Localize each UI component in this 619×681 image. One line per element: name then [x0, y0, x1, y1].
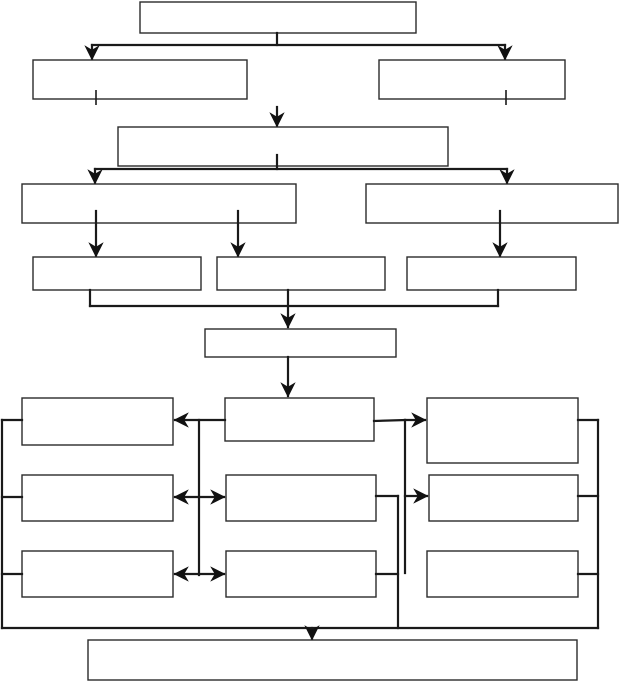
box-grid-r2-center	[225, 474, 377, 522]
box-grid-r2-right	[428, 474, 579, 522]
box-level2-left	[32, 59, 248, 100]
box-level6-center	[204, 328, 397, 358]
box-level4-right	[365, 183, 619, 224]
box-grid-r1-left	[21, 397, 174, 446]
box-level5-left	[32, 256, 202, 291]
box-level3-center	[117, 126, 449, 167]
box-level2-right	[378, 59, 566, 100]
box-bottom-final	[87, 639, 578, 681]
box-grid-r1-center	[224, 397, 375, 442]
box-top-root	[139, 1, 417, 34]
box-grid-r3-left	[21, 550, 174, 598]
box-grid-r3-center	[225, 550, 377, 598]
box-grid-r3-right	[426, 550, 579, 598]
box-level5-center	[216, 256, 386, 291]
box-grid-r1-right	[426, 397, 579, 464]
box-level4-left	[21, 183, 297, 224]
box-grid-r2-left	[21, 474, 174, 522]
box-level5-right	[406, 256, 577, 291]
connector	[372, 418, 407, 423]
